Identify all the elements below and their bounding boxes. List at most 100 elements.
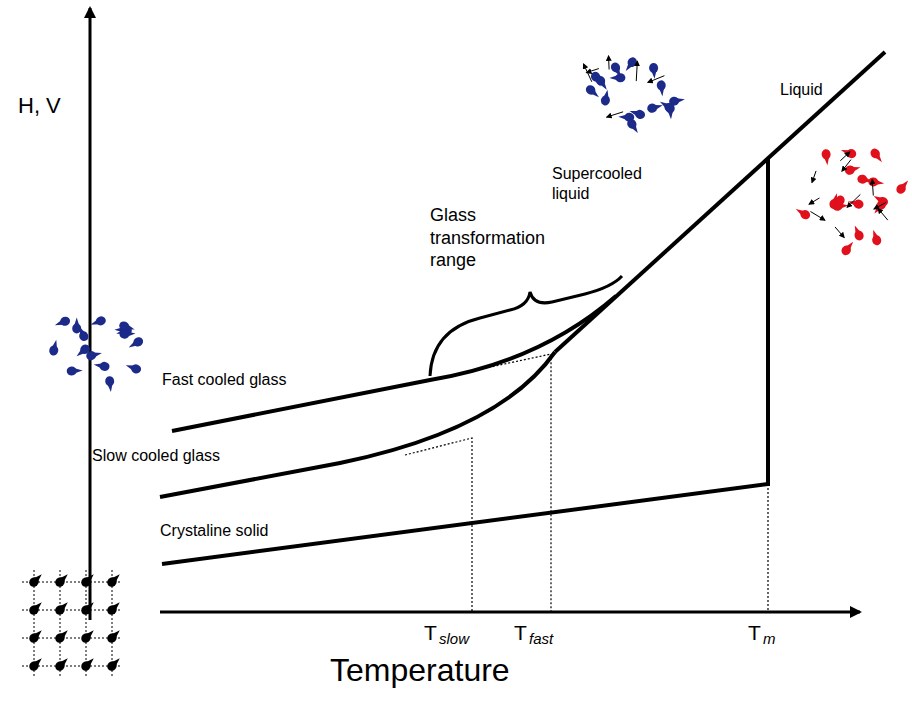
molecule [584, 83, 602, 100]
temperature-symbol-holder: T [514, 620, 527, 646]
molecule [794, 205, 812, 221]
motion-arrow [586, 69, 598, 73]
molecule [27, 599, 45, 617]
state-label-holder: Supercooled liquid [552, 164, 652, 204]
motion-arrow [584, 64, 592, 82]
molecule [53, 315, 71, 329]
molecule [656, 80, 667, 97]
fast-extrapolation [430, 354, 551, 612]
motion-arrow [878, 208, 888, 220]
axis-title-holder: Temperature [330, 650, 510, 690]
motion-arrow [648, 76, 665, 83]
molecule [600, 89, 612, 106]
temperature-symbol-holder: T [748, 620, 761, 646]
molecule-icons [22, 55, 912, 676]
motion-arrow [636, 61, 637, 81]
temperature-subscript-holder: slow [439, 630, 469, 649]
motion-arrow [809, 198, 819, 204]
axis-label-holder: H, V [18, 92, 61, 120]
molecule [79, 571, 97, 589]
motion-arrow [607, 112, 623, 117]
molecule [93, 360, 110, 372]
molecule [53, 655, 71, 673]
curve-label: Crystaline solid [160, 521, 268, 541]
state-label: Liquid [780, 80, 823, 100]
molecule [27, 627, 45, 645]
molecule [105, 599, 123, 617]
molecule [27, 655, 45, 673]
molecule [856, 174, 874, 186]
melting-drop [767, 488, 768, 612]
motion-arrow [812, 171, 816, 183]
molecule [609, 73, 625, 82]
molecule [53, 599, 71, 617]
range-label: Glass transformation range [430, 204, 580, 272]
molecule [105, 655, 123, 673]
molecule [834, 195, 846, 212]
molecule [646, 101, 664, 114]
molecule [126, 335, 144, 351]
slow-glass-curve [160, 352, 555, 497]
slow-extrapolation [405, 438, 472, 612]
molecule [79, 599, 97, 617]
molecule [74, 343, 92, 360]
molecule [649, 63, 659, 80]
molecule [79, 627, 97, 645]
molecule [105, 627, 123, 645]
range-brace [430, 276, 622, 376]
molecule [625, 117, 641, 135]
temperature-subscript-holder: fast [529, 630, 553, 649]
molecule [628, 107, 646, 121]
molecule [869, 147, 886, 165]
temperature-subscript: fast [529, 630, 553, 649]
motion-arrow [608, 56, 610, 70]
range-label-holder: Glass transformation range [430, 204, 580, 272]
motion-arrow [840, 152, 850, 161]
fast-glass-curve [172, 296, 616, 431]
melting-step [766, 158, 770, 486]
molecule [821, 149, 832, 166]
motion-arrow [872, 179, 873, 195]
molecule [27, 571, 45, 589]
molecule [869, 228, 883, 246]
molecule [75, 324, 90, 342]
molecule [53, 627, 71, 645]
molecule [894, 178, 911, 196]
motion-arrow [874, 203, 886, 209]
molecule [851, 224, 866, 242]
molecule [105, 571, 123, 589]
x-axis [160, 611, 860, 614]
temperature-subscript: slow [439, 630, 469, 649]
state-label-holder: Liquid [780, 80, 823, 100]
motion-arrow [847, 194, 860, 207]
molecule [53, 571, 71, 589]
molecule [66, 366, 83, 376]
molecule [105, 376, 116, 393]
axis-title: Temperature [330, 650, 510, 690]
molecule [840, 239, 857, 257]
molecule [868, 177, 885, 188]
molecule [48, 339, 60, 357]
y-axis [89, 8, 92, 620]
molecule [665, 103, 675, 120]
curve-label: Fast cooled glass [162, 370, 287, 390]
temperature-subscript-holder: m [763, 630, 776, 649]
curve-label-holder: Slow cooled glass [92, 446, 220, 466]
motion-arrow [842, 160, 851, 172]
temperature-symbol: T [748, 620, 761, 646]
curve-label-holder: Fast cooled glass [162, 370, 287, 390]
molecule [119, 329, 136, 339]
molecule [609, 61, 625, 79]
axis-label: H, V [18, 92, 61, 120]
molecule [79, 655, 97, 673]
molecule [89, 315, 107, 329]
molecule [118, 320, 136, 334]
motion-arrow [835, 227, 844, 238]
temperature-symbol-holder: T [424, 620, 437, 646]
curve-label: Slow cooled glass [92, 446, 220, 466]
molecule [594, 74, 611, 92]
molecule [124, 361, 142, 375]
state-label: Supercooled liquid [552, 164, 652, 204]
temperature-subscript: m [763, 630, 776, 649]
